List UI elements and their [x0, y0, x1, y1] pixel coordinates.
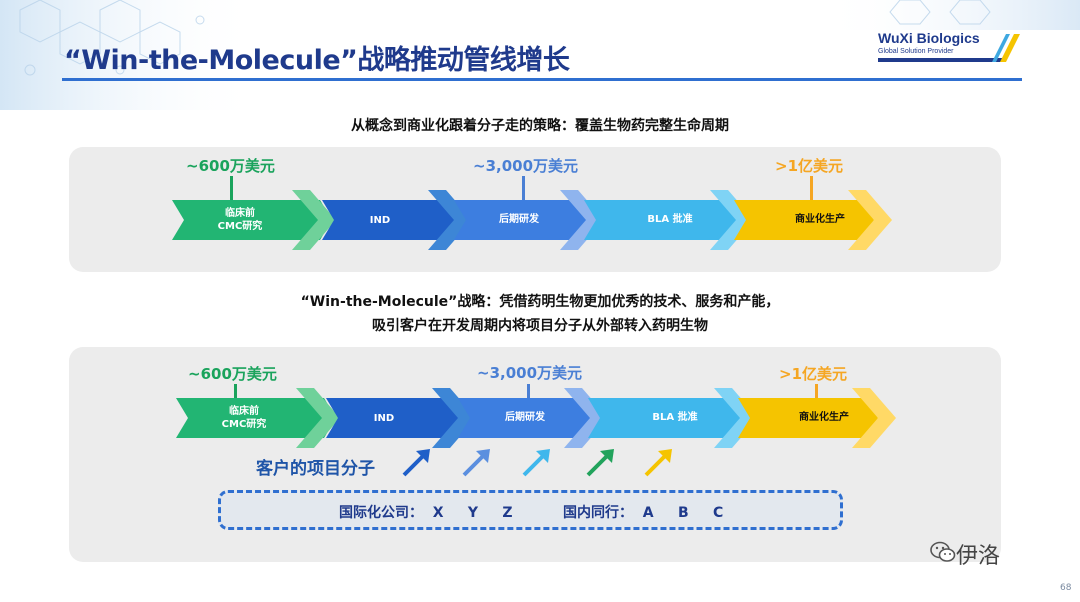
section2-stage-late-rd: 后期研发: [505, 412, 545, 423]
section2-tick-2: [527, 384, 530, 400]
section2-heading-line1: “Win-the-Molecule”战略：凭借药明生物更加优秀的技术、服务和产能…: [300, 294, 780, 310]
section2-stage-commercial: 商业化生产: [799, 412, 849, 423]
page-number: 68: [1060, 583, 1072, 593]
section1-money-1: ~600万美元: [186, 157, 275, 175]
background-decoration: [0, 0, 1080, 110]
section1-tick-3: [810, 176, 813, 200]
logo-stripe-icon: [992, 34, 1020, 62]
section1-stage-ind: IND: [369, 215, 391, 226]
logo-name: WuXi Biologics: [878, 30, 980, 46]
section1-tick-2: [522, 176, 525, 200]
section1-stage-commercial: 商业化生产: [795, 214, 845, 225]
section2-money-2: ~3,000万美元: [477, 364, 583, 382]
section1-stage-bla: BLA 批准: [647, 214, 693, 225]
section2-pipeline: [176, 388, 896, 448]
arrow-up-right-icon: [522, 449, 550, 477]
arrow-up-right-icon: [644, 449, 672, 477]
arrow-up-right-icon: [586, 449, 614, 477]
arrow-up-right-icon: [402, 449, 430, 477]
logo-bar: [878, 58, 1006, 62]
section1-heading: 从概念到商业化跟着分子走的策略：覆盖生物药完整生命周期: [351, 118, 729, 134]
title-underline: [62, 78, 1022, 81]
logo-tagline: Global Solution Provider: [878, 48, 954, 55]
section2-stage-ind: IND: [373, 413, 395, 424]
company-logo: WuXi Biologics Global Solution Provider: [878, 30, 1020, 70]
clients-molecules-label: 客户的项目分子: [256, 459, 375, 479]
section2-tick-3: [815, 384, 818, 400]
section2-tick-1: [234, 384, 237, 400]
section1-stage-late-rd: 后期研发: [499, 214, 539, 225]
section1-money-2: ~3,000万美元: [473, 157, 579, 175]
domestic-peers: 国内同行： A B C: [563, 505, 724, 521]
international-companies: 国际化公司： X Y Z: [339, 505, 513, 521]
wechat-icon: [930, 541, 956, 562]
stage-label: 临床前 CMC研究: [217, 208, 263, 232]
watermark: 伊洛: [956, 544, 1001, 569]
section2-money-1: ~600万美元: [188, 365, 277, 383]
section1-tick-1: [230, 176, 233, 200]
slide-title: “Win-the-Molecule”战略推动管线增长: [64, 45, 570, 76]
arrow-up-right-icon: [462, 449, 490, 477]
section1-pipeline: [172, 190, 892, 250]
section1-stage-preclinical: 临床前 CMC研究: [205, 207, 275, 233]
section1-money-3: >1亿美元: [775, 157, 844, 175]
section2-heading-line2: 吸引客户在开发周期内将项目分子从外部转入药明生物: [372, 318, 708, 334]
section2-money-3: >1亿美元: [779, 365, 848, 383]
section2-stage-preclinical: 临床前 CMC研究: [209, 405, 279, 431]
section2-stage-bla: BLA 批准: [652, 412, 698, 423]
client-examples-box: 国际化公司： X Y Z 国内同行： A B C: [218, 490, 843, 530]
stage-label: 临床前 CMC研究: [221, 406, 267, 430]
